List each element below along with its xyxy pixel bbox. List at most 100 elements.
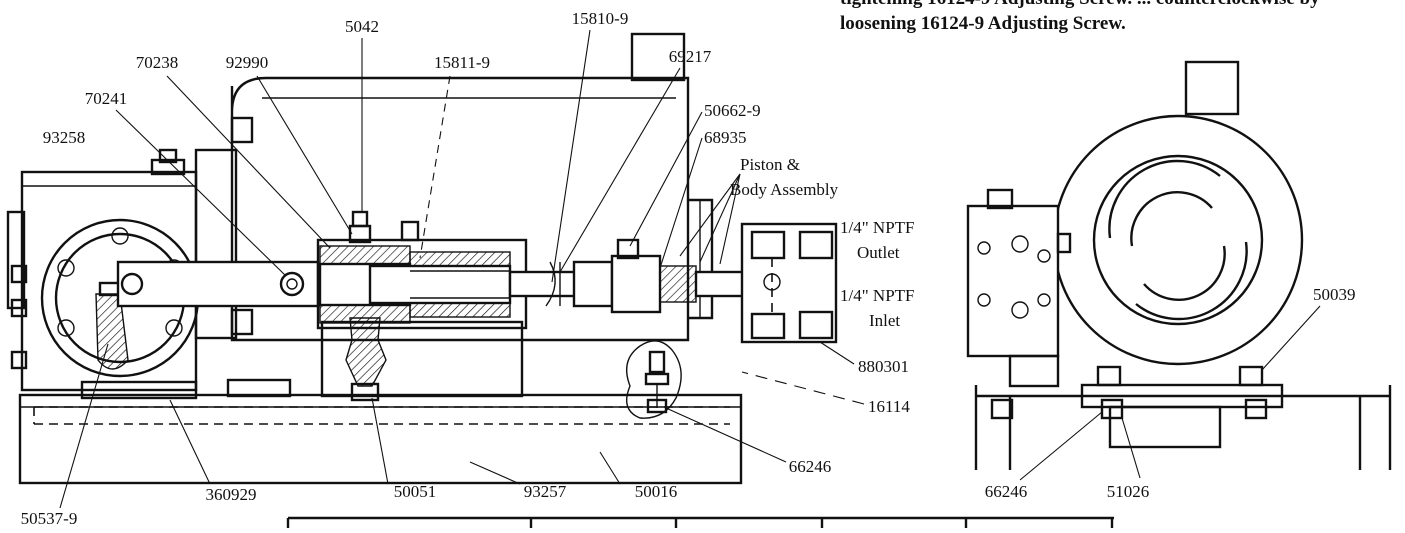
flange-bolt-bottom <box>230 308 254 336</box>
end-valve-hole-5 <box>1011 301 1029 319</box>
end-bolt-left <box>1096 365 1122 387</box>
label-outlet-line-2: Outlet <box>857 243 900 262</box>
end-valve-hole-4 <box>977 293 991 307</box>
vent-slot-3 <box>1108 159 1221 239</box>
leader-93257 <box>469 461 521 485</box>
label-66246-end: 66246 <box>985 482 1028 501</box>
motor-body <box>230 76 690 342</box>
label-70238: 70238 <box>136 53 179 72</box>
gearbox-side-bolt-1 <box>10 264 28 284</box>
gearbox-foot <box>80 380 198 400</box>
label-15811-9: 15811-9 <box>434 53 490 72</box>
cam-bolt-5 <box>165 319 183 337</box>
leader-70238 <box>166 75 331 249</box>
leader-69217 <box>559 67 681 273</box>
leader-50537-9 <box>59 343 109 509</box>
label-51026: 51026 <box>1107 482 1150 501</box>
motor-flange <box>194 148 238 340</box>
label-15810-9: 15810-9 <box>572 9 629 28</box>
label-70241: 70241 <box>85 89 128 108</box>
leader-50039 <box>1261 305 1321 371</box>
eccentric-section <box>95 293 129 370</box>
label-16114: 16114 <box>868 397 910 416</box>
pump-pedestal <box>320 320 524 398</box>
adjust-sleeve-bottom <box>409 302 511 318</box>
label-inlet-line-2: Inlet <box>869 311 900 330</box>
gearbox-top-fitting <box>150 158 186 176</box>
end-valve-hole-2 <box>1011 235 1029 253</box>
grease-fitting-cap <box>351 210 369 228</box>
end-valve-mount <box>1008 354 1060 388</box>
piston-stem <box>694 270 746 298</box>
coupling-nut <box>572 260 614 308</box>
inlet-port <box>798 310 834 340</box>
adjust-sleeve-top <box>409 251 511 267</box>
end-junction-box <box>1184 60 1240 116</box>
end-valve-hole-6 <box>1037 293 1051 307</box>
inlet-check-valve <box>750 312 786 340</box>
cutaway-bolt-head <box>648 350 666 374</box>
piston-seal <box>659 265 697 303</box>
end-valve-block <box>966 204 1060 358</box>
body-assembly <box>610 254 662 314</box>
end-base-legs <box>1008 396 1362 470</box>
gearbox-side-bolt-2 <box>10 298 28 318</box>
leader-68935 <box>659 137 703 269</box>
end-lower-bracket <box>1108 405 1222 449</box>
leader-51026 <box>1121 417 1141 479</box>
label-50051: 50051 <box>394 482 437 501</box>
vent-slot-4 <box>1135 241 1248 321</box>
body-fitting-top <box>616 238 640 260</box>
wrist-pin-outer <box>279 271 305 297</box>
parts-table-stub <box>286 516 1114 528</box>
cutaway-outline <box>626 340 682 419</box>
motor-end-outer <box>1052 114 1304 366</box>
outlet-check-valve <box>750 230 786 260</box>
flange-bolt-top <box>230 116 254 144</box>
end-nut-far-left <box>990 398 1014 420</box>
cutaway-washer <box>644 372 670 386</box>
label-93258: 93258 <box>43 128 86 147</box>
end-view: 50039 66246 51026 <box>966 60 1392 501</box>
end-valve-hole-1 <box>977 241 991 255</box>
end-valve-fitting <box>986 188 1014 210</box>
leader-880301 <box>819 341 855 365</box>
gearbox-side-bolt-3 <box>10 350 28 370</box>
label-50537-9: 50537-9 <box>21 509 78 528</box>
cam-bolt-2 <box>57 259 75 277</box>
leader-piston-3 <box>719 173 741 265</box>
bolt-50051 <box>350 382 380 402</box>
end-bolt-right <box>1238 365 1264 387</box>
end-nut-right <box>1244 398 1268 420</box>
guide-sleeve-top <box>319 245 411 265</box>
label-inlet-line-1: 1/4" NPTF <box>840 286 914 305</box>
wrist-pin-inner <box>286 278 298 290</box>
base-plate <box>18 393 743 485</box>
leader-66246-end <box>1019 411 1103 481</box>
side-view: 15810-9 5042 70238 92990 15811-9 69217 7… <box>6 9 914 528</box>
leader-70241 <box>115 109 287 277</box>
label-50016: 50016 <box>635 482 678 501</box>
motor-end-inner <box>1092 154 1264 326</box>
connecting-rod <box>116 260 320 308</box>
motor-foot <box>226 378 292 398</box>
leader-66246-side <box>665 407 787 463</box>
cam-bolt-3 <box>57 319 75 337</box>
label-50039: 50039 <box>1313 285 1356 304</box>
end-nut-left <box>1100 398 1124 420</box>
leader-16114 <box>741 371 865 405</box>
set-screw-top <box>400 220 420 242</box>
leader-360929 <box>169 399 211 485</box>
cam-bolt-1 <box>111 227 129 245</box>
cotter-pin-curve <box>545 261 556 307</box>
leader-piston-2 <box>699 173 741 263</box>
leader-50051 <box>371 397 389 485</box>
leader-50016 <box>599 451 621 485</box>
label-360929: 360929 <box>206 485 257 504</box>
gearbox-side-cover <box>6 210 26 310</box>
leader-92990 <box>256 75 353 235</box>
label-69217: 69217 <box>669 47 712 66</box>
motor-junction-box <box>630 32 686 82</box>
